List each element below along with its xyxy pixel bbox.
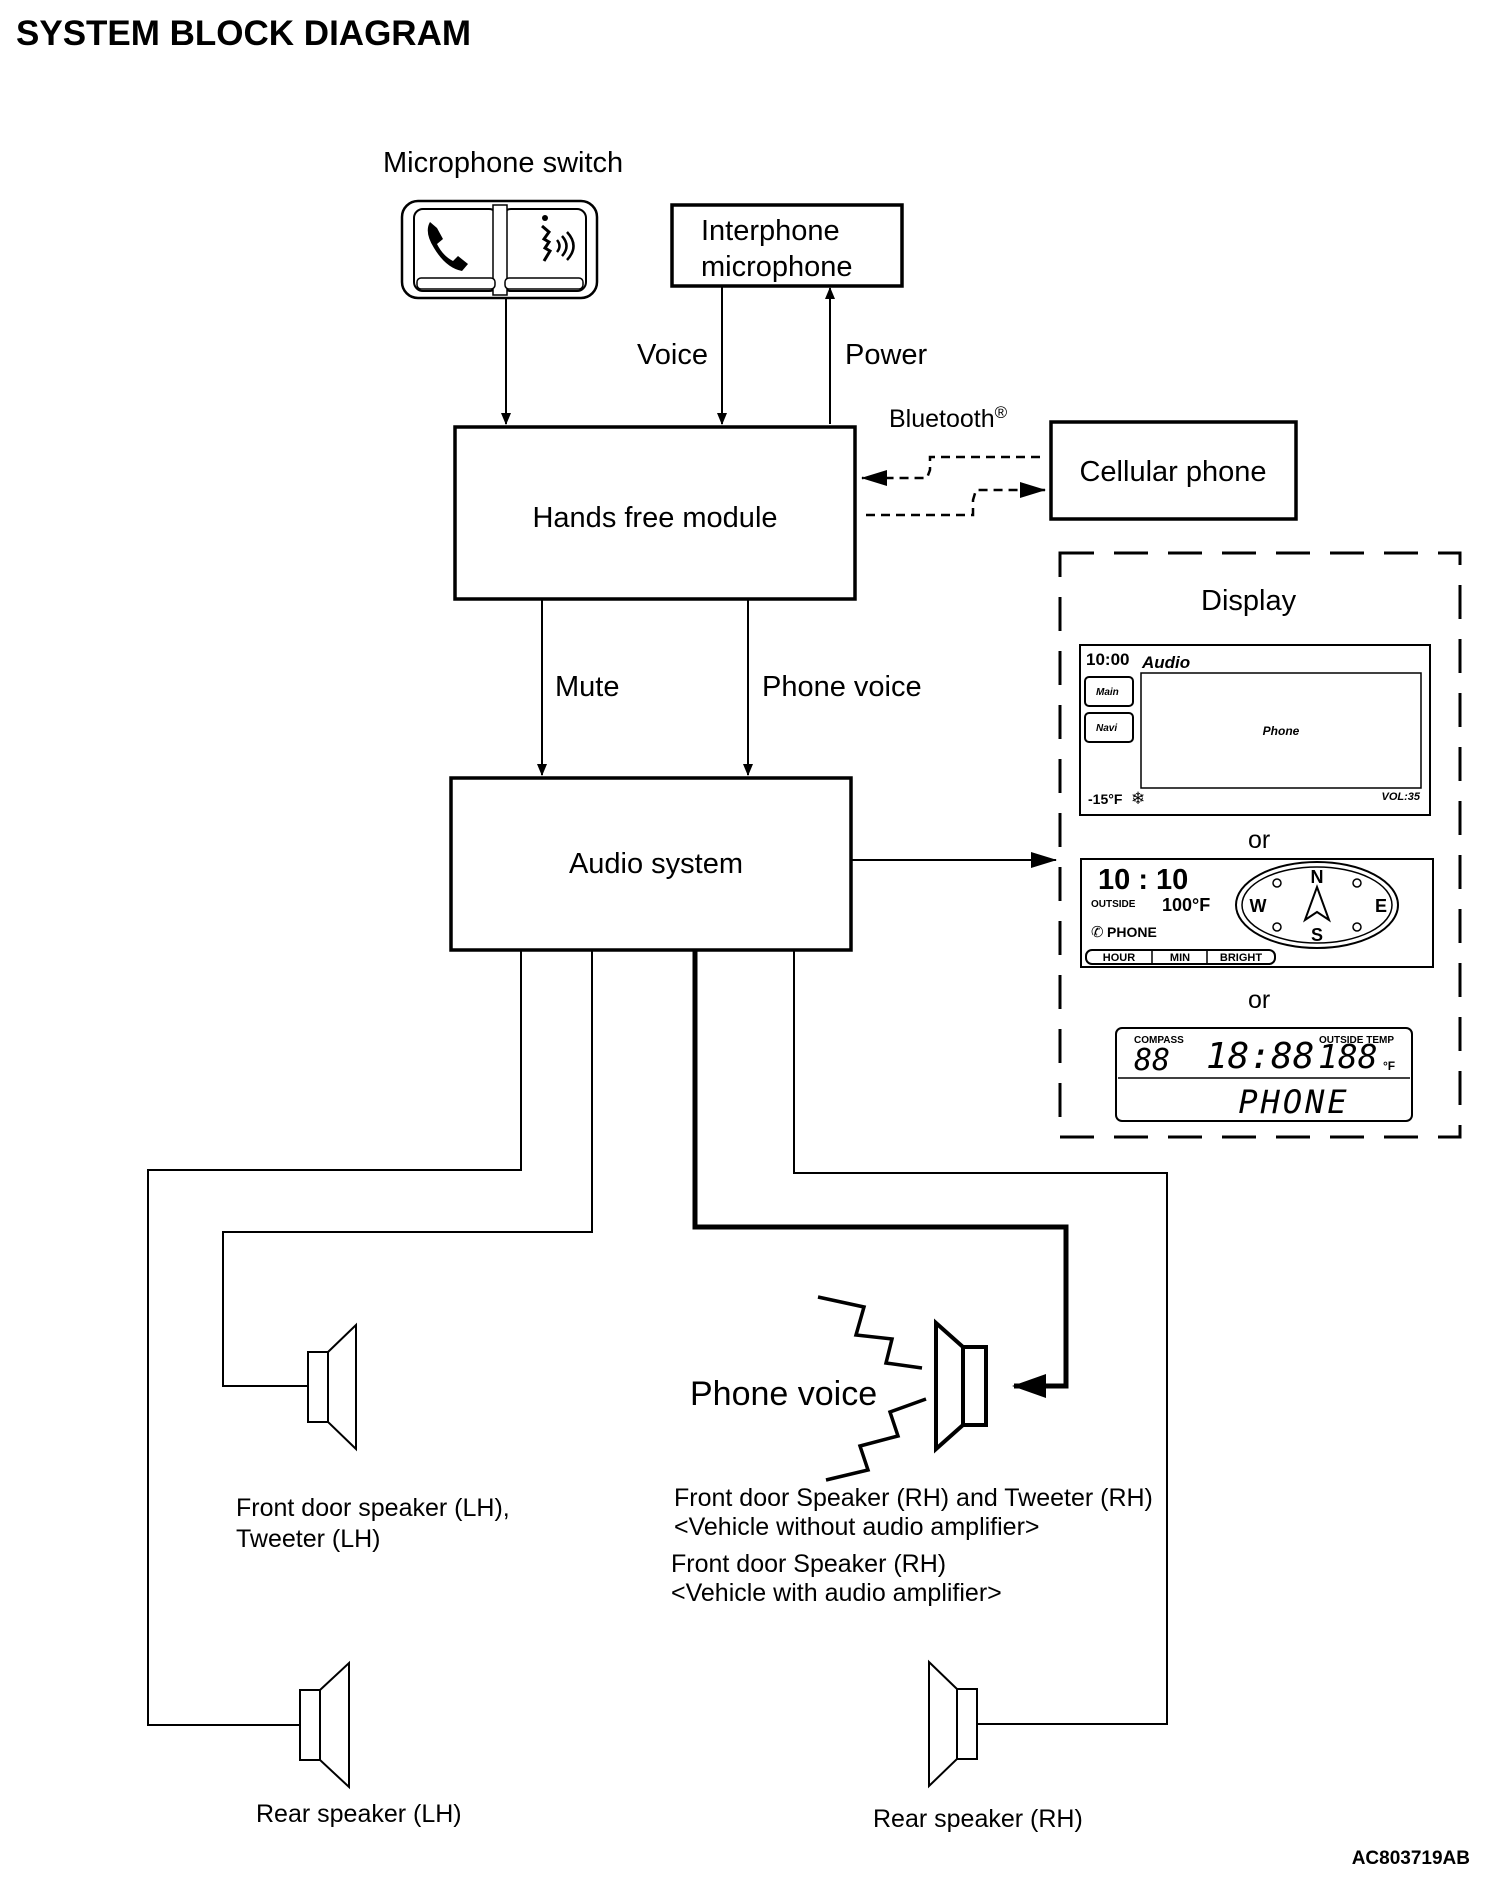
svg-text:Audio: Audio [1141, 653, 1190, 672]
microphone-switch [400, 199, 599, 300]
rear-rh-speaker-label: Rear speaker (RH) [873, 1805, 1083, 1833]
svg-text:Phone: Phone [1263, 724, 1300, 738]
cellular-phone-label: Cellular phone [1079, 456, 1266, 488]
wire-front-rh [692, 950, 1069, 1398]
bluetooth-link-to-phone [866, 482, 1046, 517]
svg-text:E: E [1375, 896, 1387, 916]
svg-text:N: N [1311, 867, 1324, 887]
svg-text:COMPASS: COMPASS [1134, 1035, 1184, 1046]
speaker-front-lh-icon [307, 1322, 357, 1452]
svg-text:Main: Main [1096, 687, 1119, 698]
compass-icon: N S W E [1235, 861, 1399, 949]
microphone-switch-label: Microphone switch [383, 147, 623, 179]
display-option-clock-compass: 10 : 10 OUTSIDE 100°F ✆ PHONE HOUR MIN B… [1080, 858, 1434, 968]
hands-free-module-box [453, 425, 857, 601]
svg-text:OUTSIDE TEMP: OUTSIDE TEMP [1319, 1035, 1394, 1046]
cellular-phone-box [1049, 420, 1298, 521]
svg-text:PHONE: PHONE [1238, 1083, 1349, 1121]
svg-text:PHONE: PHONE [1107, 924, 1157, 940]
display-group [1058, 551, 1462, 1139]
phone-handset-icon [427, 222, 468, 271]
svg-text:HOUR: HOUR [1103, 952, 1135, 964]
mute-label: Mute [555, 671, 619, 703]
or-separator-2: or [1248, 986, 1270, 1014]
svg-text:10 : 10: 10 : 10 [1098, 864, 1188, 896]
svg-text:18:88: 18:88 [1206, 1036, 1314, 1077]
voice-label: Voice [637, 339, 708, 371]
svg-text:VOL:35: VOL:35 [1381, 791, 1420, 803]
svg-text:W: W [1250, 896, 1267, 916]
svg-text:OUTSIDE: OUTSIDE [1091, 899, 1136, 910]
front-rh-amp-label: Front door Speaker (RH)<Vehicle with aud… [671, 1550, 1002, 1607]
svg-text:88: 88 [1134, 1043, 1170, 1078]
page-title: SYSTEM BLOCK DIAGRAM [16, 14, 471, 53]
svg-text:-15°F: -15°F [1088, 791, 1123, 807]
display-option-lcd: COMPASS 88 18:88 OUTSIDE TEMP 188 °F PHO… [1115, 1027, 1413, 1122]
svg-text:°F: °F [1383, 1059, 1395, 1073]
audio-system-box [449, 776, 853, 952]
front-lh-speaker-label: Front door speaker (LH),Tweeter (LH) [236, 1494, 510, 1553]
svg-text:S: S [1311, 925, 1323, 945]
figure-id: AC803719AB [1352, 1848, 1470, 1869]
phone-voice-speaker-label: Phone voice [690, 1375, 877, 1413]
snowflake-icon: ❄ [1131, 789, 1145, 808]
speaker-rear-rh-icon [928, 1659, 978, 1789]
wire-rear-rh [793, 950, 1168, 1725]
svg-text:188: 188 [1318, 1037, 1378, 1076]
wire-front-lh [222, 950, 593, 1387]
phone-small-icon: ✆ [1091, 924, 1104, 941]
svg-text:MIN: MIN [1170, 952, 1190, 964]
sound-wave-lower-icon [825, 1397, 927, 1482]
power-label: Power [845, 339, 928, 371]
sound-wave-upper-icon [817, 1295, 923, 1370]
bluetooth-label: Bluetooth® [889, 403, 1008, 433]
or-separator-1: or [1248, 826, 1270, 854]
display-option-navigation: 10:00 Audio Main Navi Phone -15°F ❄ VOL:… [1079, 644, 1431, 816]
svg-text:10:00: 10:00 [1086, 650, 1129, 669]
speaker-rear-lh-icon [299, 1660, 350, 1790]
wire-rear-lh [147, 950, 522, 1726]
voice-command-icon [541, 215, 575, 262]
phone-voice-edge-label: Phone voice [762, 671, 922, 703]
display-label: Display [1201, 585, 1297, 617]
hands-free-module-label: Hands free module [532, 502, 777, 534]
speaker-front-rh-icon [934, 1318, 988, 1454]
svg-text:BRIGHT: BRIGHT [1220, 952, 1262, 964]
rear-lh-speaker-label: Rear speaker (LH) [256, 1800, 462, 1828]
audio-system-label: Audio system [569, 848, 743, 880]
svg-text:Navi: Navi [1096, 723, 1117, 734]
svg-text:100°F: 100°F [1162, 895, 1210, 915]
interphone-microphone-box [670, 203, 904, 288]
bluetooth-link-to-module [861, 455, 1040, 486]
front-rh-no-amp-label: Front door Speaker (RH) and Tweeter (RH)… [674, 1484, 1153, 1541]
